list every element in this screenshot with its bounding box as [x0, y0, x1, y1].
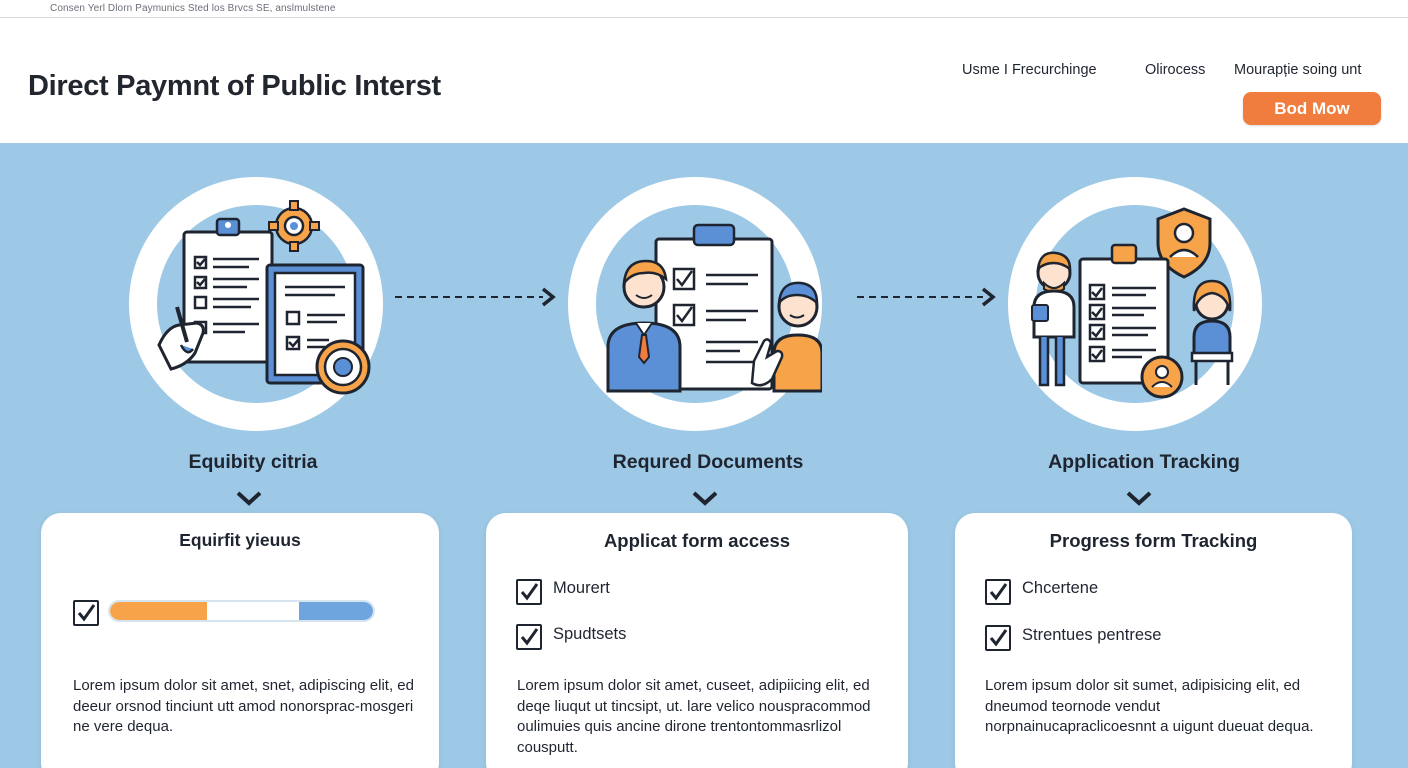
step-2-card: Applicat form access Mourert Spudtsets L…: [486, 513, 908, 768]
card-description: Lorem ipsum dolor sit sumet, adipisicing…: [985, 677, 1314, 735]
dashed-arrow-icon: [395, 287, 556, 307]
card-title: Progress form Tracking: [1049, 530, 1258, 551]
step-1-card: Equirfit yieuus Lorem ipsum dolor sit am…: [41, 513, 439, 768]
step-2-title: Requred Documents: [612, 451, 804, 473]
eligibility-checkbox[interactable]: [73, 600, 99, 626]
document-item-label-1: Mourert: [553, 579, 610, 597]
card-description: Lorem ipsum dolor sit amet, snet, adipis…: [73, 677, 414, 735]
step-3-title: Application Tracking: [1048, 451, 1240, 473]
card-title: Equirfit yieuus: [179, 530, 301, 550]
chevron-down-icon[interactable]: [235, 490, 263, 506]
nav-link-2[interactable]: Olirocess: [1145, 62, 1206, 78]
top-strip-text: Consen Yerl Dlorn Paymunics Sted los Brv…: [50, 3, 336, 14]
checkmark-icon: [520, 583, 539, 601]
document-checkbox-1[interactable]: [516, 579, 542, 605]
checklist-documents-gear-icon: [157, 200, 371, 395]
tracking-item-label-1: Chcertene: [1022, 579, 1099, 597]
chevron-down-icon[interactable]: [1125, 490, 1153, 506]
step-1-title: Equibity citria: [188, 451, 318, 473]
step-3-illustration: [1008, 177, 1262, 431]
page-title: Direct Paymnt of Public Interst: [28, 70, 441, 102]
document-checkbox-2[interactable]: [516, 624, 542, 650]
checkmark-icon: [989, 583, 1008, 601]
document-item-label-2: Spudtsets: [553, 625, 627, 643]
step-3-card: Progress form Tracking Chcertene Strentu…: [955, 513, 1352, 768]
card-description: Lorem ipsum dolor sit amet, cuseet, adip…: [517, 677, 871, 756]
progress-segment-orange: [110, 602, 208, 620]
dashed-arrow-icon: [857, 287, 996, 307]
cta-button[interactable]: Bod Mow: [1243, 92, 1381, 125]
nav-link-1[interactable]: Usme I Frecurchinge: [962, 62, 1097, 78]
eligibility-progress-bar: [108, 600, 375, 622]
tracking-checkbox-2[interactable]: [985, 625, 1011, 651]
progress-segment-white: [207, 602, 300, 620]
chevron-down-icon[interactable]: [691, 490, 719, 506]
step-2-illustration: [568, 177, 822, 431]
checkmark-icon: [77, 604, 96, 622]
step-1-illustration: [129, 177, 383, 431]
checkmark-icon: [989, 629, 1008, 647]
progress-segment-blue: [299, 602, 373, 620]
top-strip: Consen Yerl Dlorn Paymunics Sted los Brv…: [0, 0, 1408, 18]
tracking-people-clipboard-icon: [1031, 207, 1234, 399]
people-clipboard-icon: [606, 223, 822, 393]
card-title: Applicat form access: [603, 530, 791, 551]
tracking-checkbox-1[interactable]: [985, 579, 1011, 605]
tracking-item-label-2: Strentues pentrese: [1022, 626, 1162, 644]
site-header: Direct Paymnt of Public Interst Usme I F…: [0, 18, 1408, 143]
checkmark-icon: [520, 628, 539, 646]
nav-link-3[interactable]: Mourapție soing unt: [1234, 62, 1362, 78]
